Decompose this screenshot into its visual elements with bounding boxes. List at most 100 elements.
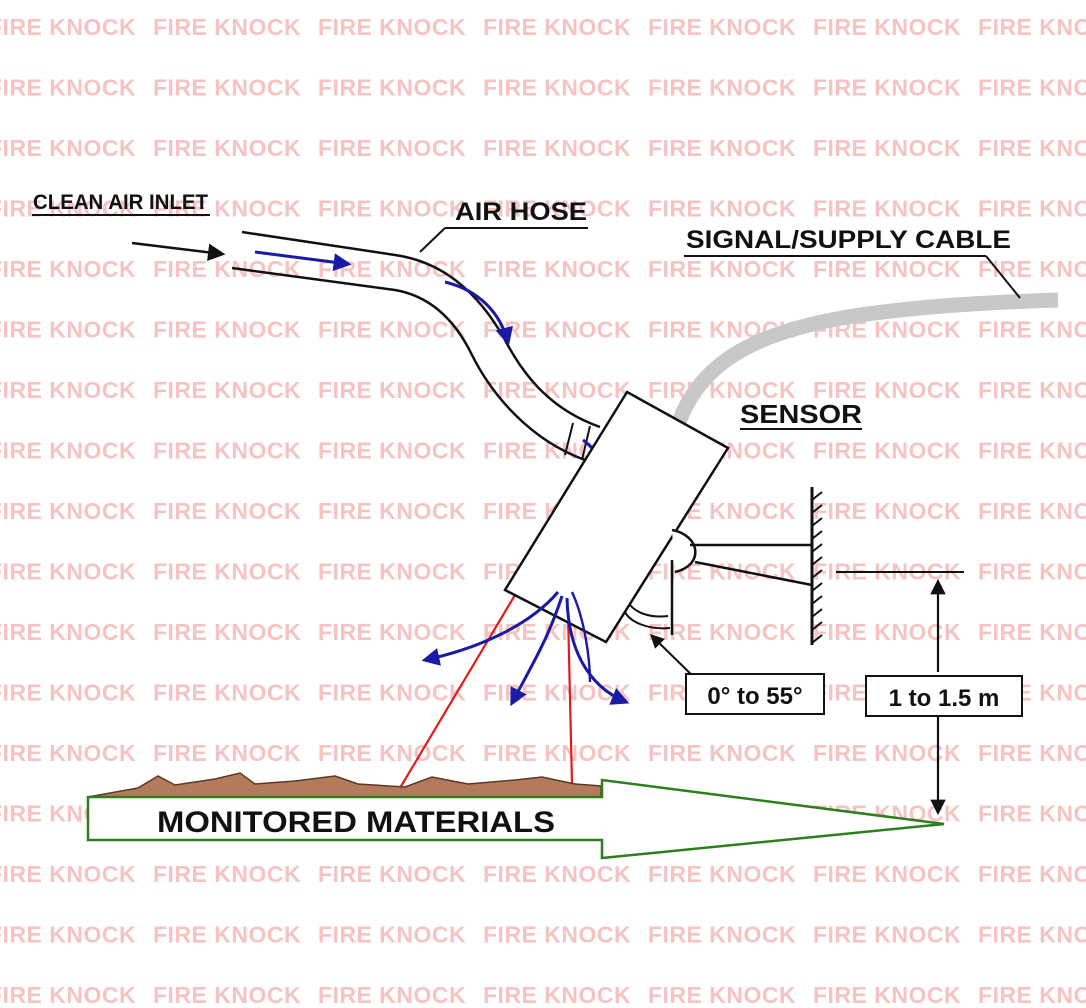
watermark-text: FIRE KNOCK bbox=[153, 740, 301, 766]
materials-pile bbox=[87, 772, 602, 798]
sensor-beam-left bbox=[399, 594, 516, 789]
watermark-text: FIRE KNOCK bbox=[153, 982, 301, 1008]
bracket-arm-diagonal bbox=[694, 560, 813, 587]
watermark-text: FIRE KNOCK bbox=[813, 619, 961, 645]
watermark-text: FIRE KNOCK bbox=[978, 619, 1086, 645]
watermark-text: FIRE KNOCK bbox=[0, 196, 136, 222]
watermark-text: FIRE KNOCK bbox=[483, 377, 631, 403]
angle-label-box bbox=[685, 673, 825, 715]
watermark-text: FIRE KNOCK bbox=[318, 498, 466, 524]
watermark-text: FIRE KNOCK bbox=[153, 438, 301, 464]
watermark-text: FIRE KNOCK bbox=[978, 377, 1086, 403]
airflow-arrow-1 bbox=[254, 250, 352, 272]
wall-hatch-mark bbox=[811, 621, 823, 631]
inlet-arrow bbox=[131, 241, 226, 261]
watermark-text: FIRE KNOCK bbox=[483, 14, 631, 40]
watermark-text: FIRE KNOCK bbox=[0, 438, 136, 464]
watermark-text: FIRE KNOCK bbox=[0, 922, 136, 948]
watermark-text: FIRE KNOCK bbox=[318, 559, 466, 585]
watermark-text: FIRE KNOCK bbox=[318, 922, 466, 948]
watermark-text: FIRE KNOCK bbox=[813, 438, 961, 464]
signal-supply-cable bbox=[670, 292, 1059, 428]
watermark-text: FIRE KNOCK bbox=[813, 75, 961, 101]
watermark-text: FIRE KNOCK bbox=[153, 498, 301, 524]
watermark-text: FIRE KNOCK bbox=[813, 922, 961, 948]
watermark-text: FIRE KNOCK bbox=[0, 498, 136, 524]
watermark-text: FIRE KNOCK bbox=[0, 680, 136, 706]
watermark-text: FIRE KNOCK bbox=[813, 498, 961, 524]
watermark-text: FIRE KNOCK bbox=[813, 256, 961, 282]
watermark-text: FIRE KNOCK bbox=[318, 619, 466, 645]
watermark-text: FIRE KNOCK bbox=[153, 135, 301, 161]
watermark-text: FIRE KNOCK bbox=[153, 619, 301, 645]
angle-arc-inner bbox=[629, 604, 669, 618]
watermark-text: FIRE KNOCK bbox=[813, 861, 961, 887]
purge-arrow-3 bbox=[565, 597, 630, 705]
watermark-text: FIRE KNOCK bbox=[153, 559, 301, 585]
conveyor-arrow bbox=[86, 778, 945, 860]
watermark-text: FIRE KNOCK bbox=[813, 740, 961, 766]
watermark-text: FIRE KNOCK bbox=[483, 680, 631, 706]
watermark-text: FIRE KNOCK bbox=[153, 377, 301, 403]
watermark-text: FIRE KNOCK bbox=[978, 801, 1086, 827]
wall-hatch-mark bbox=[811, 517, 823, 527]
wall-hatch-mark bbox=[811, 504, 823, 514]
purge-arrow-4 bbox=[570, 591, 592, 683]
watermark-text: FIRE KNOCK bbox=[648, 740, 796, 766]
watermark-text: FIRE KNOCK bbox=[153, 14, 301, 40]
air-hose-leader-line bbox=[419, 227, 446, 253]
watermark-layer: FIRE KNOCK FIRE KNOCK FIRE KNOCK FIRE KNOCK… bbox=[0, 14, 1086, 1008]
watermark-text: FIRE KNOCK bbox=[813, 196, 961, 222]
watermark-text: FIRE KNOCK bbox=[0, 256, 136, 282]
watermark-text: FIRE KNOCK bbox=[978, 559, 1086, 585]
watermark-text: FIRE KNOCK bbox=[153, 922, 301, 948]
watermark-text: FIRE KNOCK bbox=[978, 438, 1086, 464]
watermark-text: FIRE KNOCK bbox=[483, 256, 631, 282]
watermark-text: FIRE KNOCK bbox=[483, 740, 631, 766]
watermark-text: FIRE KNOCK bbox=[318, 14, 466, 40]
watermark-text: FIRE KNOCK bbox=[648, 256, 796, 282]
watermark-text: FIRE KNOCK bbox=[648, 982, 796, 1008]
wall-hatch-mark bbox=[811, 530, 823, 540]
watermark-text: FIRE KNOCK bbox=[0, 14, 136, 40]
watermark-text: FIRE KNOCK bbox=[318, 438, 466, 464]
clean-air-inlet-label: CLEAN AIR INLET bbox=[33, 191, 208, 214]
watermark-text: FIRE KNOCK bbox=[0, 377, 136, 403]
watermark-text: FIRE KNOCK bbox=[813, 982, 961, 1008]
watermark-text: FIRE KNOCK bbox=[813, 135, 961, 161]
watermark-text: FIRE KNOCK bbox=[483, 196, 631, 222]
watermark-text: FIRE KNOCK bbox=[483, 135, 631, 161]
wall-hatch-mark bbox=[811, 491, 823, 501]
watermark-text: FIRE KNOCK bbox=[648, 75, 796, 101]
watermark-text: FIRE KNOCK bbox=[648, 14, 796, 40]
watermark-text: FIRE KNOCK bbox=[813, 377, 961, 403]
watermark-text: FIRE KNOCK bbox=[978, 317, 1086, 343]
airflow-arrow-2 bbox=[444, 280, 513, 346]
watermark-text: FIRE KNOCK bbox=[318, 680, 466, 706]
watermark-text: FIRE KNOCK bbox=[648, 619, 796, 645]
air-hose-label: AIR HOSE bbox=[455, 198, 587, 226]
air-hose-lower-wall bbox=[231, 266, 586, 462]
watermark-text: FIRE KNOCK bbox=[0, 559, 136, 585]
watermark-text: FIRE KNOCK bbox=[483, 922, 631, 948]
watermark-text: FIRE KNOCK bbox=[978, 740, 1086, 766]
watermark-text: FIRE KNOCK bbox=[318, 135, 466, 161]
watermark-text: FIRE KNOCK bbox=[318, 256, 466, 282]
watermark-text: FIRE KNOCK bbox=[0, 861, 136, 887]
distance-label-box bbox=[865, 675, 1023, 717]
signal-supply-cable-label: SIGNAL/SUPPLY CABLE bbox=[686, 226, 1011, 254]
wall-hatch-mark bbox=[811, 543, 823, 553]
purge-arrow-1 bbox=[421, 591, 560, 666]
watermark-text: FIRE KNOCK bbox=[0, 75, 136, 101]
watermark-text: FIRE KNOCK bbox=[978, 982, 1086, 1008]
watermark-text: FIRE KNOCK bbox=[648, 861, 796, 887]
pivot-mount bbox=[671, 528, 697, 574]
watermark-text: FIRE KNOCK bbox=[648, 135, 796, 161]
wall-hatch-mark bbox=[811, 582, 823, 592]
watermark-text: FIRE KNOCK bbox=[648, 922, 796, 948]
wall-hatch-mark bbox=[811, 608, 823, 618]
watermark-text: FIRE KNOCK bbox=[978, 861, 1086, 887]
watermark-text: FIRE KNOCK bbox=[813, 14, 961, 40]
watermark-text: FIRE KNOCK bbox=[318, 75, 466, 101]
watermark-text: FIRE KNOCK bbox=[318, 377, 466, 403]
